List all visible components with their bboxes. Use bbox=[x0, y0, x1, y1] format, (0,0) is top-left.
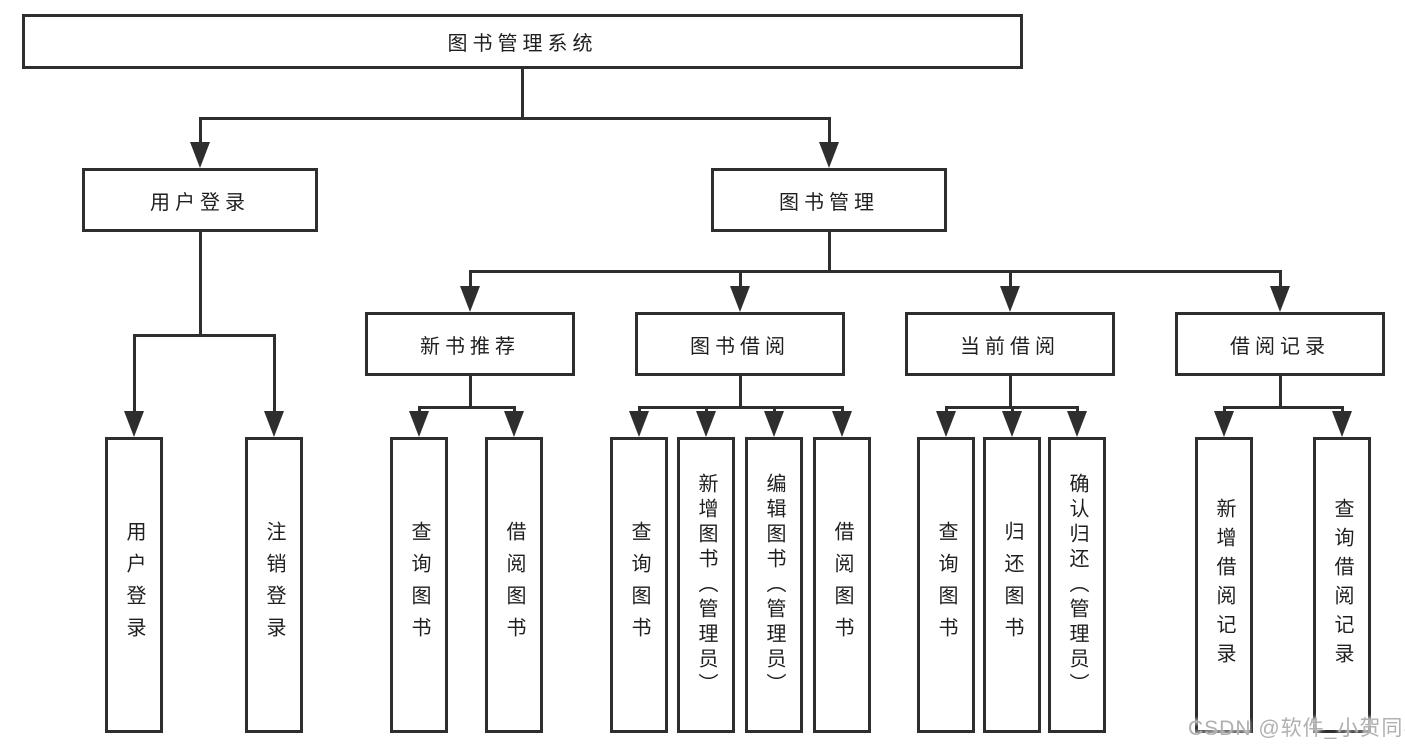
node-label: 借阅图书 bbox=[503, 521, 525, 649]
rail-records-children bbox=[1223, 406, 1344, 409]
node-label: 查询借阅记录 bbox=[1331, 498, 1353, 672]
arrowhead-icon bbox=[696, 411, 716, 437]
edge-root-stub bbox=[521, 69, 524, 118]
arrowhead-icon bbox=[1332, 411, 1352, 437]
node-add-borrow-record: 新增借阅记录 bbox=[1195, 437, 1253, 733]
edge-login-stub bbox=[199, 232, 202, 335]
node-query-books-current: 查询图书 bbox=[917, 437, 975, 733]
node-library-management-system: 图书管理系统 bbox=[22, 14, 1023, 69]
arrowhead-icon bbox=[819, 142, 839, 168]
arrowhead-icon bbox=[124, 411, 144, 437]
arrowhead-icon bbox=[730, 286, 750, 312]
edge-to-logout bbox=[273, 335, 276, 415]
node-label: 查询图书 bbox=[408, 521, 430, 649]
edge-records-stub bbox=[1279, 376, 1282, 407]
arrowhead-icon bbox=[504, 411, 524, 437]
arrowhead-icon bbox=[936, 411, 956, 437]
arrowhead-icon bbox=[629, 411, 649, 437]
node-borrow-books-borrow: 借阅图书 bbox=[813, 437, 871, 733]
node-label: 图书借阅 bbox=[690, 335, 790, 358]
edge-recommend-stub bbox=[469, 376, 472, 407]
node-label: 用户登录 bbox=[150, 191, 250, 214]
node-add-books-admin: 新增图书（管理员） bbox=[677, 437, 735, 733]
edge-to-current bbox=[1009, 271, 1012, 291]
node-current-borrowing: 当前借阅 bbox=[905, 312, 1115, 376]
node-label: 用户登录 bbox=[123, 521, 145, 649]
edge-to-recommend bbox=[469, 271, 472, 291]
edge-to-book-management bbox=[828, 118, 831, 146]
arrowhead-icon bbox=[409, 411, 429, 437]
arrowhead-icon bbox=[460, 286, 480, 312]
rail-root-children bbox=[199, 117, 831, 120]
node-label: 图书管理 bbox=[779, 191, 879, 214]
edge-to-borrowing bbox=[739, 271, 742, 291]
arrowhead-icon bbox=[264, 411, 284, 437]
arrowhead-icon bbox=[1002, 411, 1022, 437]
node-logout: 注销登录 bbox=[245, 437, 303, 733]
arrowhead-icon bbox=[1214, 411, 1234, 437]
rail-bookmgmt-children bbox=[469, 270, 1282, 273]
edge-current-stub bbox=[1009, 376, 1012, 407]
node-label: 图书管理系统 bbox=[447, 33, 598, 55]
node-label: 查询图书 bbox=[935, 521, 957, 649]
node-user-login-branch: 用户登录 bbox=[82, 168, 318, 232]
node-query-books-borrow: 查询图书 bbox=[610, 437, 668, 733]
arrowhead-icon bbox=[1270, 286, 1290, 312]
arrowhead-icon bbox=[190, 142, 210, 168]
node-edit-books-admin: 编辑图书（管理员） bbox=[745, 437, 803, 733]
node-query-borrow-record: 查询借阅记录 bbox=[1313, 437, 1371, 733]
node-label: 新增借阅记录 bbox=[1213, 498, 1235, 672]
csdn-watermark: CSDN @软件_小贺同学 bbox=[1188, 717, 1405, 740]
node-label: 确认归还（管理员） bbox=[1066, 472, 1088, 698]
arrowhead-icon bbox=[1000, 286, 1020, 312]
node-label: 新书推荐 bbox=[420, 335, 520, 358]
node-book-borrowing: 图书借阅 bbox=[635, 312, 845, 376]
node-label: 查询图书 bbox=[628, 521, 650, 649]
arrowhead-icon bbox=[764, 411, 784, 437]
node-borrowing-records: 借阅记录 bbox=[1175, 312, 1385, 376]
rail-login-children bbox=[133, 334, 276, 337]
edge-borrowing-stub bbox=[739, 376, 742, 407]
rail-borrowing-children bbox=[638, 406, 844, 409]
edge-to-records bbox=[1279, 271, 1282, 291]
arrowhead-icon bbox=[1067, 411, 1087, 437]
node-label: 注销登录 bbox=[263, 521, 285, 649]
arrowhead-icon bbox=[832, 411, 852, 437]
node-label: 借阅图书 bbox=[831, 521, 853, 649]
node-label: 新增图书（管理员） bbox=[695, 472, 717, 698]
node-label: 借阅记录 bbox=[1230, 335, 1330, 358]
edge-to-user-login bbox=[199, 118, 202, 146]
node-query-books-recommend: 查询图书 bbox=[390, 437, 448, 733]
node-label: 归还图书 bbox=[1001, 521, 1023, 649]
rail-recommend-children bbox=[418, 406, 516, 409]
node-new-book-recommend: 新书推荐 bbox=[365, 312, 575, 376]
node-confirm-return-admin: 确认归还（管理员） bbox=[1048, 437, 1106, 733]
node-user-login-leaf: 用户登录 bbox=[105, 437, 163, 733]
node-return-books: 归还图书 bbox=[983, 437, 1041, 733]
edge-to-user-login-leaf bbox=[133, 335, 136, 415]
edge-bookmgmt-stub bbox=[828, 232, 831, 271]
node-label: 编辑图书（管理员） bbox=[763, 472, 785, 698]
node-book-management-branch: 图书管理 bbox=[711, 168, 947, 232]
node-label: 当前借阅 bbox=[960, 335, 1060, 358]
node-borrow-books-recommend: 借阅图书 bbox=[485, 437, 543, 733]
